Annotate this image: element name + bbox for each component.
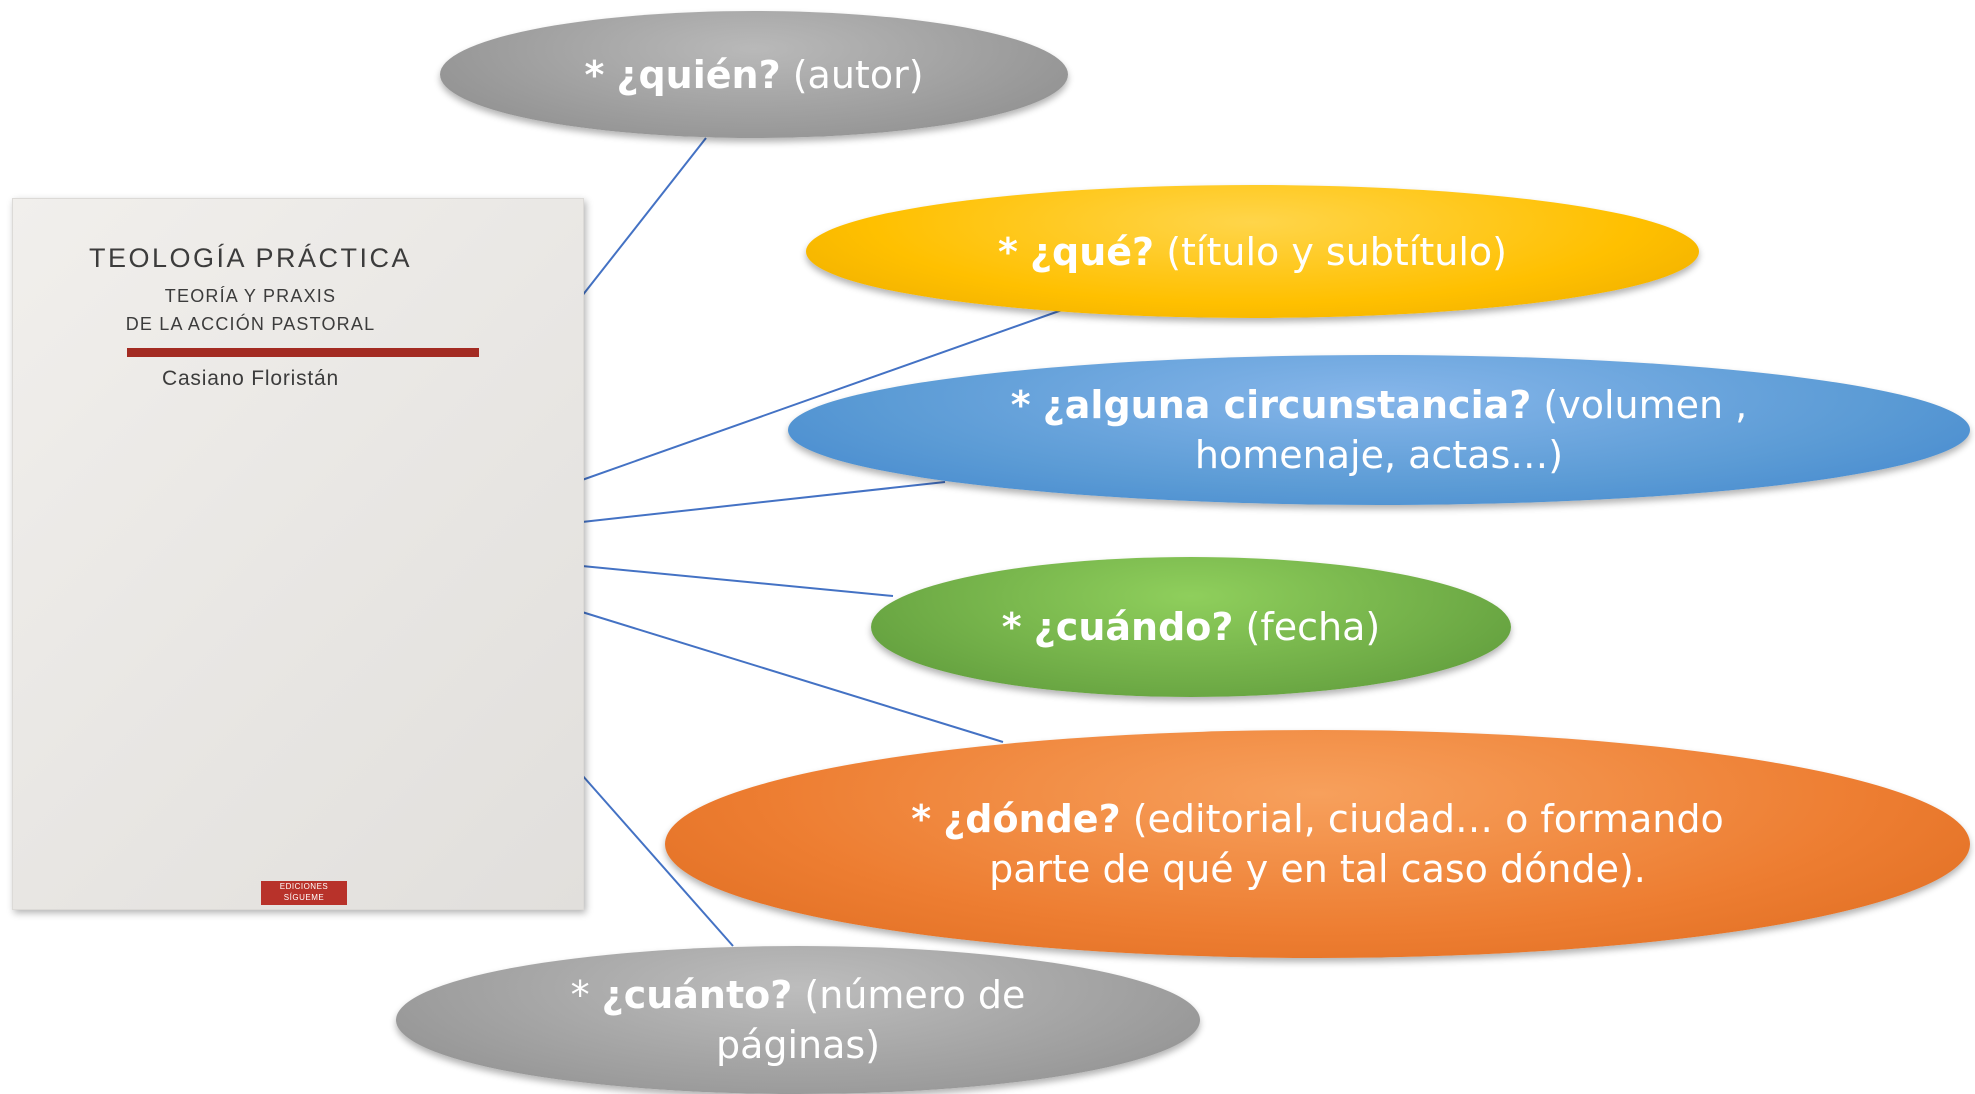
bubble-circumstance-detail: (volumen , homenaje, actas…) [1194,383,1748,477]
book-cover: TEOLOGÍA PRÁCTICA TEORÍA Y PRAXIS DE LA … [12,198,584,910]
bubble-how-many-text: * ¿cuánto? (número de páginas) [528,970,1068,1070]
connector-who [581,137,707,297]
publisher-logo: EDICIONES SÍGUEME [261,881,347,905]
bubble-who: * ¿quién? (autor) [440,11,1068,138]
bubble-who-question: ¿quién? [616,52,781,97]
bubble-circumstance: * ¿alguna circunstancia? (volumen , home… [788,355,1970,505]
publisher-logo-line2: SÍGUEME [283,893,325,902]
bubble-where-detail: (editorial, ciudad… o formando parte de … [989,797,1724,891]
book-title: TEOLOGÍA PRÁCTICA [88,243,413,273]
connector-where [581,611,1004,743]
bubble-when-question: ¿cuándo? [1033,605,1234,649]
book-author: Casiano Floristán [161,367,339,390]
connector-circumstance [581,481,946,523]
bubble-how-many: * ¿cuánto? (número de páginas) [396,946,1200,1094]
book-title-rule [127,348,479,357]
bubble-when-detail: (fecha) [1245,605,1381,649]
connector-what [581,309,1063,481]
connector-when [581,565,894,597]
book-subtitle-line2: DE LA ACCIÓN PASTORAL [125,314,376,334]
bubble-who-text: * ¿quién? (autor) [584,50,923,100]
bubble-how-many-marker: * [570,973,590,1017]
book-subtitle: TEORÍA Y PRAXIS DE LA ACCIÓN PASTORAL [13,282,488,338]
bubble-circumstance-marker: * [1010,383,1031,427]
connector-how-many [581,774,734,947]
bubble-where-question: ¿dónde? [943,797,1121,841]
bubble-what-text: * ¿qué? (título y subtítulo) [998,227,1507,277]
bubble-where: * ¿dónde? (editorial, ciudad… o formando… [665,730,1970,958]
bubble-when-text: * ¿cuándo? (fecha) [1002,602,1380,652]
bubble-how-many-question: ¿cuánto? [601,973,793,1017]
bubble-what-marker: * [998,229,1018,274]
bubble-what-question: ¿qué? [1029,229,1155,274]
bubble-how-many-detail: (número de páginas) [715,973,1026,1067]
bubble-what-detail: (título y subtítulo) [1166,229,1507,274]
bubble-what: * ¿qué? (título y subtítulo) [806,185,1699,318]
bubble-when-marker: * [1001,605,1022,649]
publisher-logo-line1: EDICIONES [279,882,329,891]
bubble-who-detail: (autor) [792,52,924,97]
bubble-where-text: * ¿dónde? (editorial, ciudad… o formando… [868,794,1768,894]
bubble-where-marker: * [911,797,932,841]
bubble-who-marker: * [584,52,605,97]
bubble-circumstance-text: * ¿alguna circunstancia? (volumen , home… [1009,380,1749,480]
bubble-circumstance-question: ¿alguna circunstancia? [1042,383,1532,427]
bubble-when: * ¿cuándo? (fecha) [871,557,1511,697]
book-subtitle-line1: TEORÍA Y PRAXIS [164,286,337,306]
